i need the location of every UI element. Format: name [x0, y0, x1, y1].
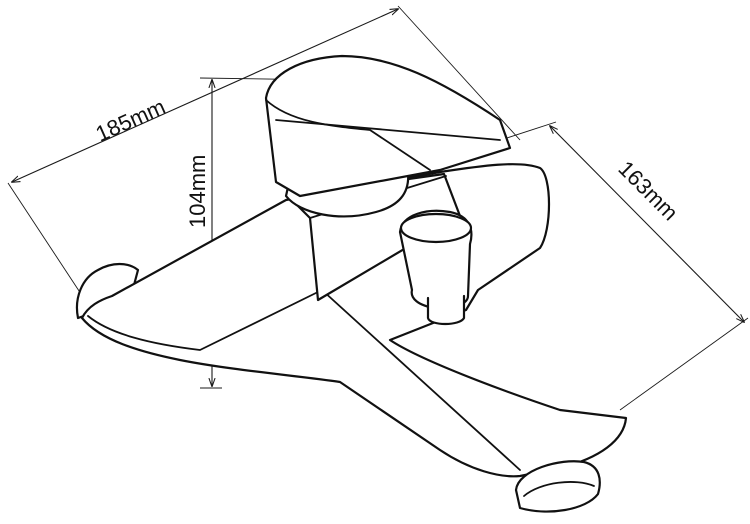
- diverter-stem: [426, 294, 466, 326]
- width-dimension-line: [12, 9, 398, 182]
- depth-dimension-line: [550, 126, 744, 322]
- body-front-edge: [87, 289, 323, 351]
- spout-outlet: [514, 460, 601, 513]
- depth-label: 163mm: [613, 156, 683, 226]
- width-extension-right: [397, 5, 521, 141]
- spout-outlet-ring: [523, 481, 595, 497]
- faucet: [75, 54, 628, 513]
- width-extension-left: [7, 182, 86, 301]
- depth-extension-bottom: [619, 317, 749, 411]
- width-label: 185mm: [92, 94, 169, 147]
- lever-side-edge: [275, 119, 501, 141]
- diverter-knob-top: [399, 212, 473, 244]
- wall-connector-left: [75, 262, 140, 320]
- spout-face: [321, 289, 521, 471]
- lever-handle: [264, 54, 512, 198]
- height-label: 104mm: [185, 155, 210, 228]
